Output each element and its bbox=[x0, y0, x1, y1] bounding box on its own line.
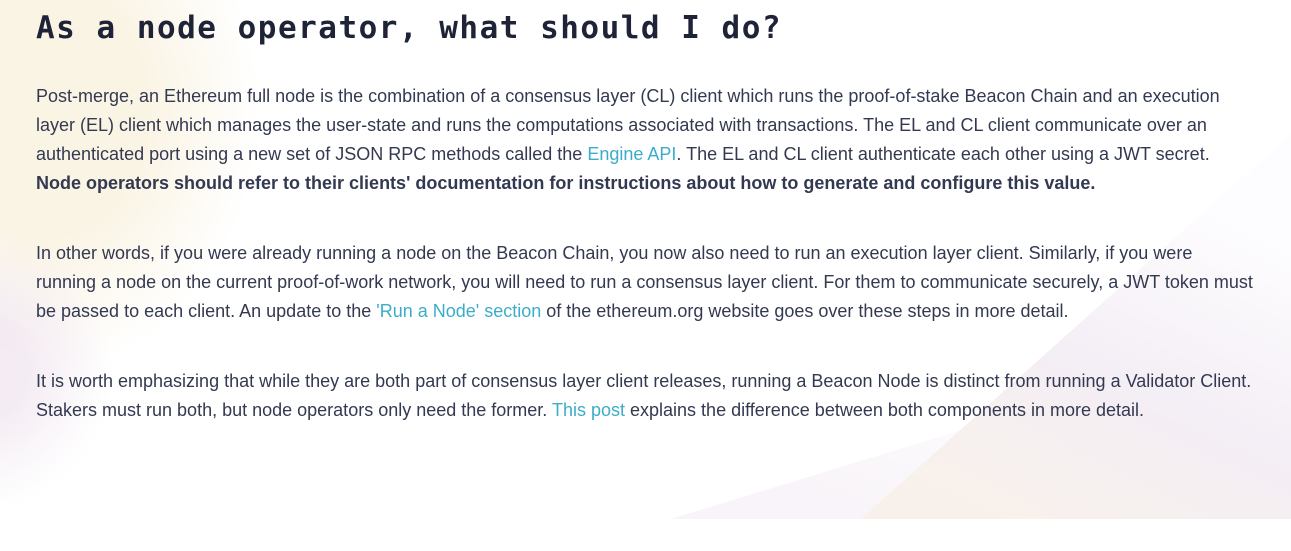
inline-link[interactable]: Engine API bbox=[587, 144, 677, 164]
article-section: As a node operator, what should I do? Po… bbox=[36, 10, 1254, 425]
paragraph-beacon-vs-validator: It is worth emphasizing that while they … bbox=[36, 367, 1254, 425]
text-segment: explains the difference between both com… bbox=[625, 400, 1145, 420]
text-segment: . The EL and CL client authenticate each… bbox=[676, 144, 1210, 164]
section-heading: As a node operator, what should I do? bbox=[36, 10, 783, 46]
bold-text: Node operators should refer to their cli… bbox=[36, 173, 1096, 193]
inline-link[interactable]: 'Run a Node' section bbox=[376, 301, 542, 321]
paragraph-post-merge: Post-merge, an Ethereum full node is the… bbox=[36, 82, 1254, 198]
inline-link[interactable]: This post bbox=[551, 400, 626, 420]
text-segment: of the ethereum.org website goes over th… bbox=[541, 301, 1069, 321]
paragraph-in-other-words: In other words, if you were already runn… bbox=[36, 239, 1254, 326]
